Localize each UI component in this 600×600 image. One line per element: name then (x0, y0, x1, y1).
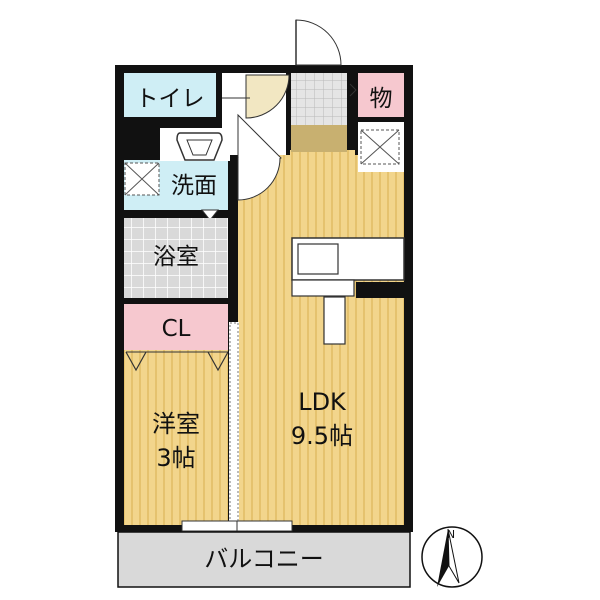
western-room-size: 3帖 (156, 444, 195, 472)
balcony (117, 531, 411, 588)
compass-label: N (447, 528, 455, 541)
storage-room (358, 73, 404, 117)
compass-north-icon: N (421, 526, 483, 588)
western-room-floor (124, 350, 228, 525)
kitchen-floor (290, 150, 355, 158)
balcony-label: バルコニー (204, 545, 324, 573)
washroom-label: 洗面 (171, 173, 217, 199)
wash-basin (176, 132, 223, 161)
kitchen-counter-lower (291, 279, 355, 297)
storage-label: 物 (370, 86, 393, 112)
kitchen-stool (323, 296, 346, 345)
ldk-floor (238, 155, 404, 525)
ldk-label: LDK (298, 388, 347, 416)
entrance-tile (291, 73, 347, 125)
closet-label: CL (162, 316, 191, 342)
toilet-room (124, 73, 216, 117)
bathroom-label: 浴室 (153, 244, 199, 270)
closet (124, 304, 228, 350)
closet-door (125, 351, 229, 372)
toilet-label: トイレ (136, 86, 205, 112)
sliding-door (229, 322, 239, 524)
entrance-step (291, 125, 347, 152)
bathroom (124, 218, 228, 298)
kitchen-sink (297, 243, 339, 275)
toilet-door-swing (245, 74, 290, 119)
ldk-size: 9.5帖 (291, 422, 353, 450)
western-room-label: 洋室 (152, 410, 200, 438)
kitchen-fridge (356, 282, 404, 298)
entrance-door-swing (295, 19, 342, 66)
